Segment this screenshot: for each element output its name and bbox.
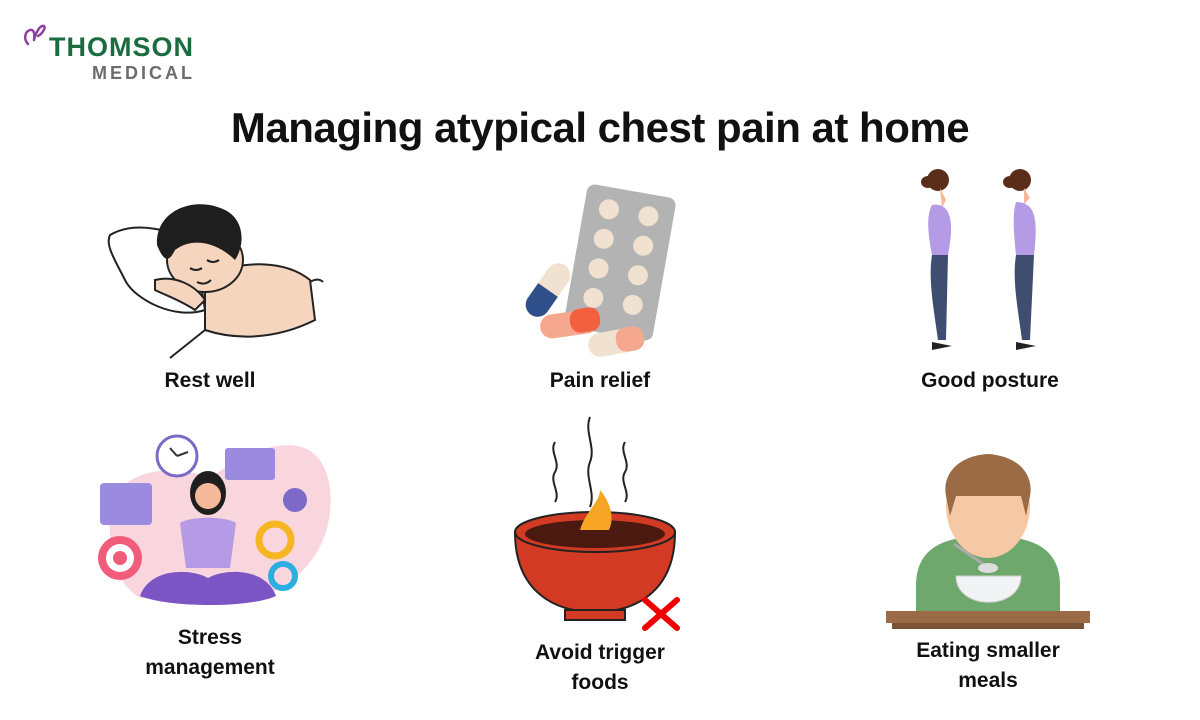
- tip-label-line2: management: [145, 656, 275, 679]
- logo-sub-text: MEDICAL: [92, 63, 195, 83]
- tip-label-line1: Eating smaller: [916, 639, 1060, 662]
- tip-label: Pain relief: [549, 369, 651, 392]
- thomson-medical-logo: THOMSON MEDICAL: [22, 22, 222, 84]
- child-eating-icon: [886, 454, 1090, 629]
- tip-rest-well: Rest well: [60, 190, 360, 396]
- tip-eating-smaller-meals: Eating smaller meals: [838, 436, 1138, 696]
- tip-label: Good posture: [921, 369, 1059, 392]
- tip-label-line1: Stress: [177, 626, 243, 649]
- tip-label-line2: meals: [958, 669, 1018, 692]
- tip-avoid-trigger-foods: Avoid trigger foods: [450, 412, 750, 698]
- tip-label-line2: foods: [571, 671, 629, 694]
- pills-blister-icon: [525, 184, 676, 357]
- sleeping-person-icon: [107, 204, 324, 359]
- meditation-icon: [98, 434, 331, 605]
- posture-comparison-icon: [921, 169, 1036, 350]
- tip-good-posture: Good posture: [840, 160, 1140, 396]
- spicy-bowl-icon: [513, 416, 680, 631]
- tip-label-line1: Avoid trigger: [535, 641, 665, 664]
- tip-pain-relief: Pain relief: [450, 182, 750, 396]
- tip-stress-management: Stress management: [60, 428, 360, 683]
- page-title: Managing atypical chest pain at home: [230, 104, 970, 151]
- butterfly-logo-icon: [24, 24, 46, 46]
- tip-label: Rest well: [164, 369, 256, 392]
- logo-brand-text: THOMSON: [49, 32, 194, 62]
